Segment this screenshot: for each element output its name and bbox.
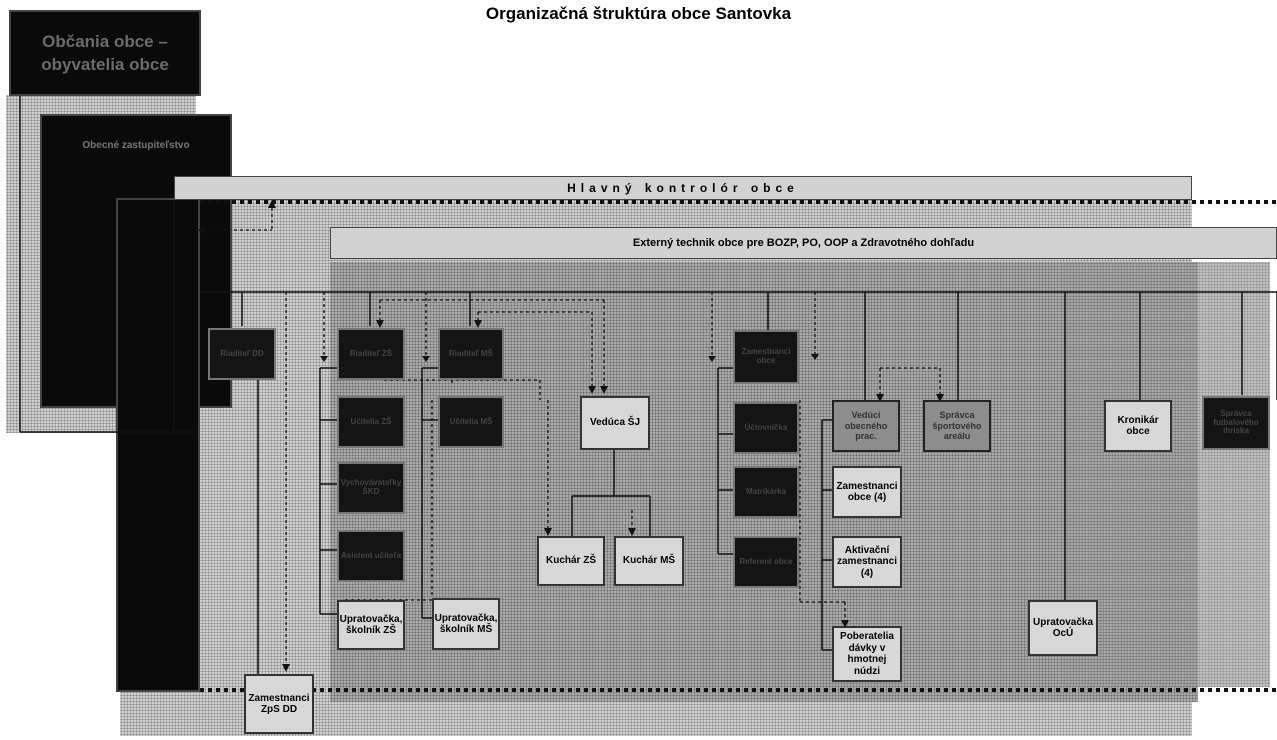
chronicler-box: Kronikár obce: [1104, 400, 1172, 452]
background-panel-right: [1060, 262, 1270, 687]
activation-workers-box: Aktivační zamestnanci (4): [832, 536, 902, 588]
technician-bar: Externý technik obce pre BOZP, PO, OOP a…: [330, 227, 1277, 259]
village-staff-label: Zamestnanci obce: [741, 347, 791, 365]
workshop-head-box: Vedúci obecného prac.: [832, 400, 900, 452]
canteen-head-box: Vedúca ŠJ: [580, 396, 650, 450]
ms-director-box: Riaditeľ MŠ: [438, 328, 504, 380]
benefit-recipients-box: Poberatelia dávky v hmotnej núdzi: [832, 626, 902, 682]
dd-employees-box: Zamestnanci ZpS DD: [244, 674, 314, 734]
referent-label: Referent obce: [739, 556, 793, 566]
controller-bar: Hlavný kontrolór obce: [174, 176, 1192, 200]
registrar-label: Matrikárka: [745, 486, 787, 496]
zs-director-box: Riaditeľ ZŠ: [337, 328, 405, 380]
zs-director-label: Riaditeľ ZŠ: [349, 348, 393, 358]
skd-box: Vychovávateľky ŠKD: [337, 462, 405, 514]
office-cleaner-box: Upratovačka OcÚ: [1028, 600, 1098, 656]
ms-janitor-label: Upratovačka, školník MŠ: [434, 612, 498, 636]
mayor-column: [116, 198, 200, 692]
accountant-box: Účtovníčka: [733, 402, 799, 454]
citizens-box-label: Občania obce – obyvatelia obce: [41, 32, 169, 74]
page-title: Organizačná štruktúra obce Santovka: [485, 4, 792, 23]
workshop-head-label: Vedúci obecného prac.: [844, 410, 888, 442]
canteen-head-label: Vedúca ŠJ: [589, 417, 641, 429]
ms-cook-label: Kuchár MŠ: [622, 555, 676, 567]
assistant-label: Asistent učiteľa: [341, 550, 401, 560]
village-staff-box: Zamestnanci obce: [733, 330, 799, 384]
citizens-box: Občania obce – obyvatelia obce: [9, 10, 201, 96]
sports-manager-box: Správca športového areálu: [923, 400, 991, 452]
skd-label: Vychovávateľky ŠKD: [340, 478, 402, 496]
ms-teachers-label: Učitelia MŠ: [449, 416, 493, 426]
ms-cook-box: Kuchár MŠ: [614, 536, 684, 586]
ms-director-label: Riaditeľ MŠ: [449, 348, 493, 358]
village-employees-label: Zamestnanci obce (4): [836, 480, 898, 504]
zs-teachers-box: Učitelia ZŠ: [337, 396, 405, 448]
dd-employees-label: Zamestnanci ZpS DD: [248, 692, 310, 716]
zs-janitor-box: Upratovačka, školník ZŠ: [337, 600, 405, 650]
controller-bar-label: Hlavný kontrolór obce: [567, 181, 799, 195]
village-employees-box: Zamestnanci obce (4): [832, 466, 902, 518]
registrar-box: Matrikárka: [733, 466, 799, 518]
dd-director-label: Riaditeľ DD: [220, 348, 264, 358]
office-cleaner-label: Upratovačka OcÚ: [1032, 616, 1094, 640]
zs-cook-box: Kuchár ZŠ: [537, 536, 605, 586]
council-box-label: Obecné zastupiteľstvo: [82, 140, 190, 151]
field-keeper-box: Správca futbalového ihriska: [1202, 396, 1270, 450]
ms-janitor-box: Upratovačka, školník MŠ: [432, 598, 500, 650]
sports-manager-label: Správca športového areálu: [932, 410, 982, 442]
ms-teachers-box: Učitelia MŠ: [438, 396, 504, 448]
zs-janitor-label: Upratovačka, školník ZŠ: [339, 613, 403, 637]
chronicler-label: Kronikár obce: [1117, 414, 1159, 438]
activation-workers-label: Aktivační zamestnanci (4): [836, 544, 898, 579]
technician-bar-label: Externý technik obce pre BOZP, PO, OOP a…: [632, 237, 975, 249]
accountant-label: Účtovníčka: [744, 422, 788, 432]
assistant-box: Asistent učiteľa: [337, 530, 405, 582]
zs-cook-label: Kuchár ZŠ: [545, 555, 596, 567]
referent-box: Referent obce: [733, 536, 799, 588]
benefit-recipients-label: Poberatelia dávky v hmotnej núdzi: [840, 631, 894, 677]
field-keeper-label: Správca futbalového ihriska: [1213, 408, 1259, 436]
zs-teachers-label: Učitelia ZŠ: [350, 416, 392, 426]
dd-director-box: Riaditeľ DD: [208, 328, 276, 380]
